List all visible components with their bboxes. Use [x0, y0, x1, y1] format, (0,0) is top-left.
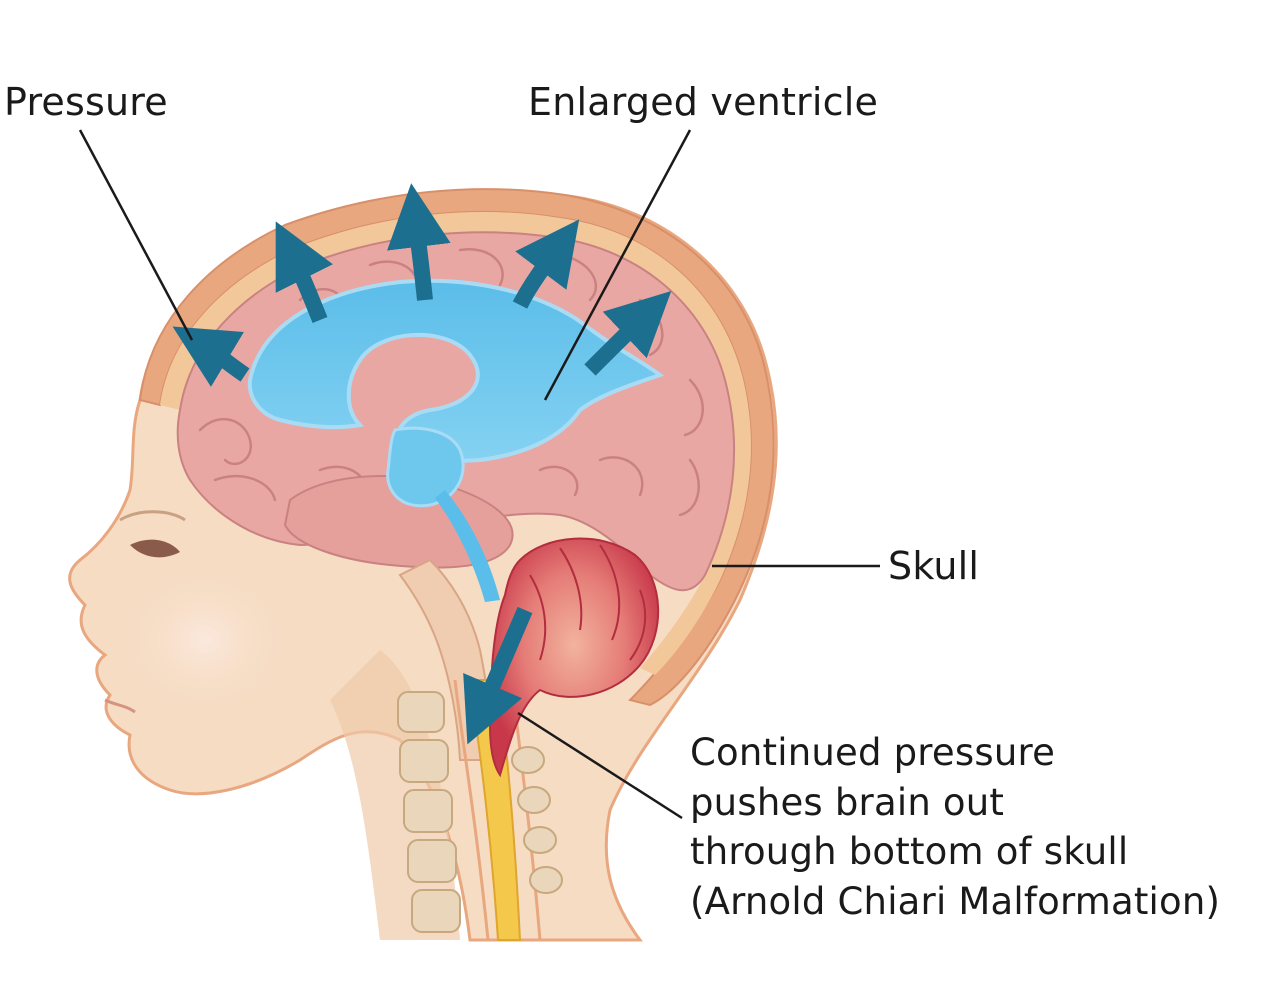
label-chiari-malformation: Continued pressure pushes brain out thro…	[690, 728, 1220, 926]
pressure-arrow	[584, 291, 672, 376]
vertebra	[411, 889, 461, 933]
vertebra	[407, 839, 457, 883]
third-ventricle	[386, 426, 465, 508]
pressure-arrow	[512, 219, 580, 309]
spinal-canal	[453, 679, 490, 941]
aqueduct	[435, 490, 500, 602]
label-pressure: Pressure	[4, 80, 168, 124]
label-chiari-line-1: Continued pressure	[690, 731, 1056, 774]
eyebrow	[119, 510, 186, 522]
pressure-arrow	[172, 326, 250, 387]
leader-line-pressure	[78, 129, 194, 341]
vertebra	[403, 789, 453, 833]
pressure-arrow	[275, 221, 333, 323]
label-chiari-line-3: through bottom of skull	[690, 830, 1129, 873]
vertebra	[397, 691, 445, 733]
skull-inner-layer	[160, 211, 751, 675]
cerebellum	[489, 537, 660, 778]
eye	[130, 539, 180, 558]
vertebra-processes	[511, 746, 563, 894]
label-enlarged-ventricle: Enlarged ventricle	[528, 80, 879, 124]
label-chiari-line-2: pushes brain out	[690, 780, 1005, 824]
leader-lines	[78, 129, 880, 820]
pressure-arrows	[172, 183, 672, 745]
leader-line-chiari	[517, 711, 683, 820]
cerebellum-folds	[529, 544, 647, 661]
foramen-dot	[399, 389, 409, 399]
vertebra	[399, 739, 449, 783]
cheek-highlight	[120, 565, 290, 715]
label-skull: Skull	[888, 544, 980, 588]
label-chiari-line-4: (Arnold Chiari Malformation)	[690, 879, 1221, 923]
downward-pressure-arrow	[463, 606, 533, 745]
vertebrae	[397, 691, 461, 933]
pressure-arrow	[387, 183, 451, 301]
leader-line-ventricle	[543, 129, 692, 401]
lips	[104, 698, 136, 714]
